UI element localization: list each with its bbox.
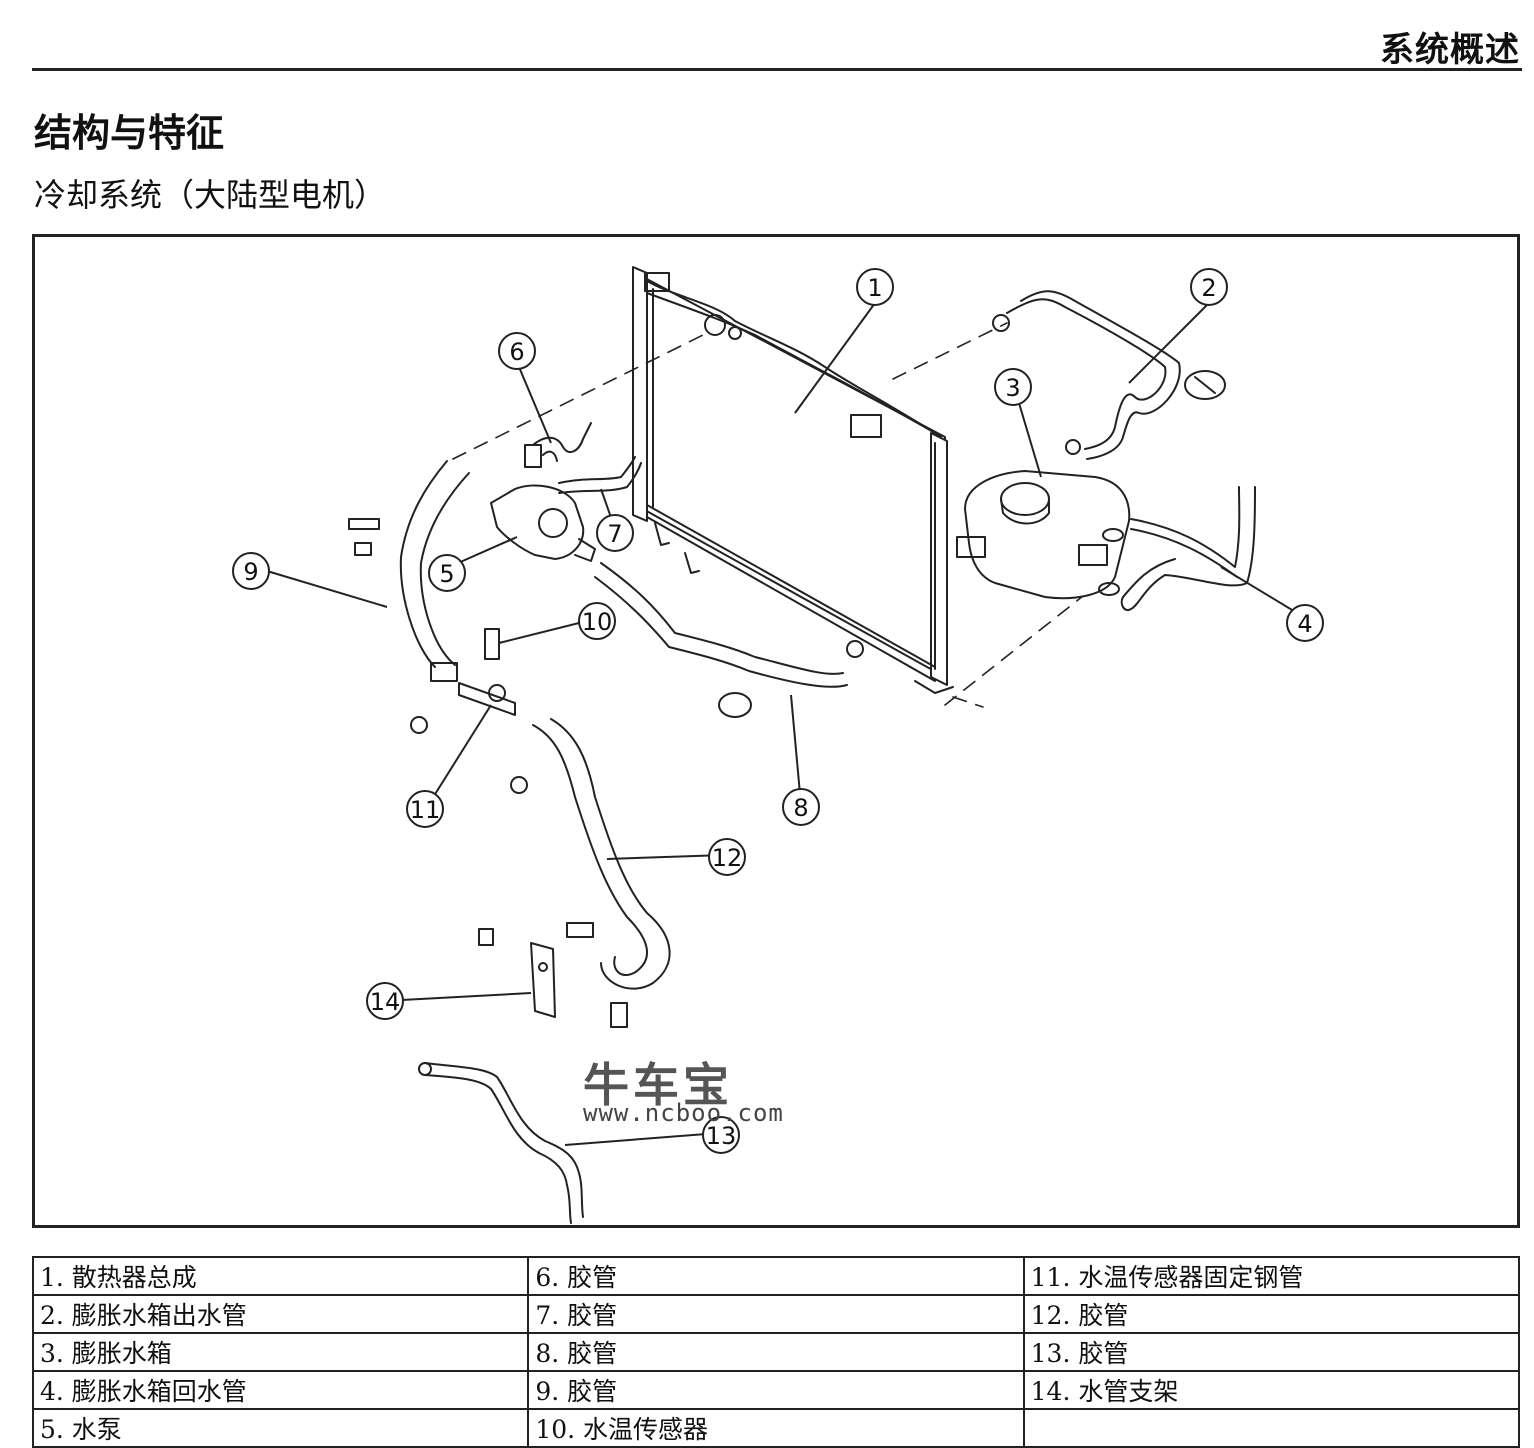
legend-cell: 6. 胶管 (527, 1256, 1025, 1296)
legend-cell: 1. 散热器总成 (31, 1256, 530, 1296)
legend-cell: 13. 胶管 (1022, 1332, 1521, 1372)
cooling-system-diagram: 1 2 3 4 5 6 7 8 9 10 11 12 14 13 牛车宝 www… (32, 234, 1520, 1228)
callout-5: 5 (439, 560, 454, 588)
callout-13-14: 14 (370, 988, 401, 1016)
watermark-logo-text: 牛车宝 (583, 1058, 733, 1112)
watermark-url: www.ncboo.com (583, 1099, 784, 1127)
legend-row: 3. 膨胀水箱 8. 胶管 13. 胶管 (31, 1332, 1521, 1372)
sub-title: 冷却系统（大陆型电机） (34, 176, 387, 214)
legend-row: 4. 膨胀水箱回水管 9. 胶管 14. 水管支架 (31, 1370, 1521, 1410)
callout-7: 7 (607, 520, 622, 548)
callout-12: 12 (712, 844, 743, 872)
legend-cell: 14. 水管支架 (1022, 1370, 1521, 1410)
legend-cell: 9. 胶管 (527, 1370, 1025, 1410)
callout-8: 8 (793, 794, 808, 822)
legend-cell (1022, 1408, 1521, 1448)
callout-4: 4 (1297, 610, 1312, 638)
legend-cell: 2. 膨胀水箱出水管 (31, 1294, 530, 1334)
legend-cell: 11. 水温传感器固定钢管 (1022, 1256, 1521, 1296)
callout-3: 3 (1005, 374, 1020, 402)
legend-row: 2. 膨胀水箱出水管 7. 胶管 12. 胶管 (31, 1294, 1521, 1334)
callout-1: 1 (867, 274, 882, 302)
diagram-drawing: 1 2 3 4 5 6 7 8 9 10 11 12 14 13 (232, 266, 1324, 1224)
callout-9: 9 (243, 558, 258, 586)
header-title: 系统概述 (1380, 30, 1520, 70)
header-rule (32, 68, 1522, 71)
legend-cell: 8. 胶管 (527, 1332, 1025, 1372)
legend-cell: 4. 膨胀水箱回水管 (31, 1370, 530, 1410)
radiator-assembly (632, 266, 954, 694)
parts-legend-table: 1. 散热器总成 6. 胶管 11. 水温传感器固定钢管 2. 膨胀水箱出水管 … (31, 1256, 1521, 1448)
callout-2: 2 (1201, 274, 1216, 302)
legend-cell: 5. 水泵 (31, 1408, 530, 1448)
legend-cell: 12. 胶管 (1022, 1294, 1521, 1334)
legend-cell: 3. 膨胀水箱 (31, 1332, 530, 1372)
callout-11: 11 (410, 796, 441, 824)
legend-cell: 7. 胶管 (527, 1294, 1025, 1334)
callout-6: 6 (509, 338, 524, 366)
legend-row: 1. 散热器总成 6. 胶管 11. 水温传感器固定钢管 (31, 1256, 1521, 1296)
callout-10: 10 (582, 608, 613, 636)
legend-cell: 10. 水温传感器 (527, 1408, 1025, 1448)
callout-13: 13 (706, 1122, 737, 1150)
section-title: 结构与特征 (34, 111, 225, 155)
legend-row: 5. 水泵 10. 水温传感器 (31, 1408, 1521, 1448)
